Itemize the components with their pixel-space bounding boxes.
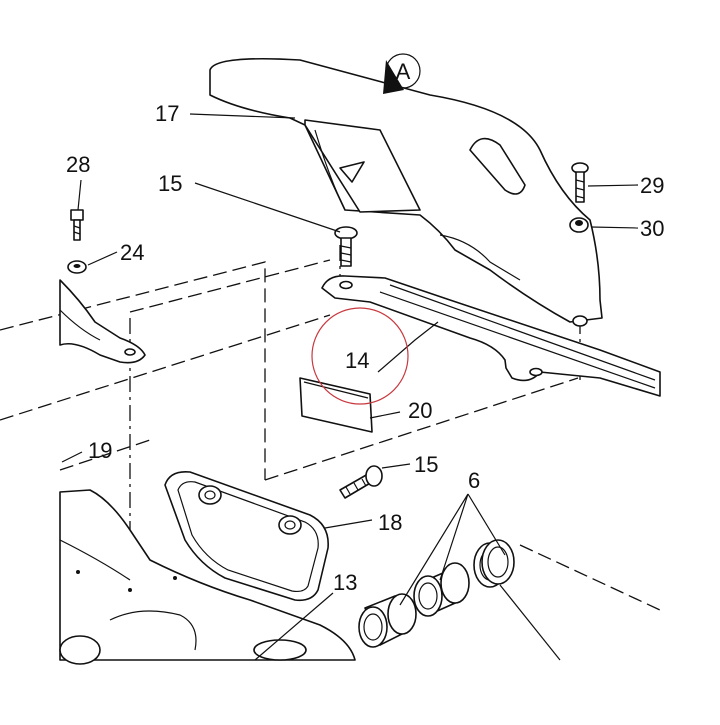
callout-24: 24 xyxy=(120,240,144,265)
callout-29: 29 xyxy=(640,173,664,198)
part-18-plate xyxy=(164,470,329,602)
callout-6: 6 xyxy=(468,468,480,493)
part-14-bracket xyxy=(321,275,661,397)
view-arrow-icon xyxy=(383,60,404,94)
part-6-bearings xyxy=(358,539,515,648)
part-15-screw-mid xyxy=(339,465,383,499)
left-bracket xyxy=(59,279,146,364)
callout-20: 20 xyxy=(408,398,432,423)
callout-18: 18 xyxy=(378,510,402,535)
callout-15-top: 15 xyxy=(158,171,182,196)
part-28-bolt xyxy=(70,209,84,241)
highlight-circle xyxy=(311,307,409,405)
part-17-cover xyxy=(209,53,603,323)
callout-28: 28 xyxy=(66,152,90,177)
part-20-pad xyxy=(299,377,373,433)
part-24-washer xyxy=(67,260,87,274)
construction-lines xyxy=(0,225,661,611)
part-29-screw xyxy=(571,162,589,203)
callout-19: 19 xyxy=(88,438,112,463)
callout-14: 14 xyxy=(345,348,369,373)
callout-labels: A 17 28 15 24 29 30 14 20 19 15 18 6 13 xyxy=(66,59,664,595)
callout-13: 13 xyxy=(333,570,357,595)
leader-lines xyxy=(61,113,639,661)
part-15-screw-top xyxy=(334,226,358,267)
callout-17: 17 xyxy=(155,101,179,126)
callout-30: 30 xyxy=(640,216,664,241)
callout-15-mid: 15 xyxy=(414,452,438,477)
lower-housing xyxy=(59,489,356,665)
part-30-washer xyxy=(569,217,589,233)
view-a-label: A xyxy=(396,59,411,84)
